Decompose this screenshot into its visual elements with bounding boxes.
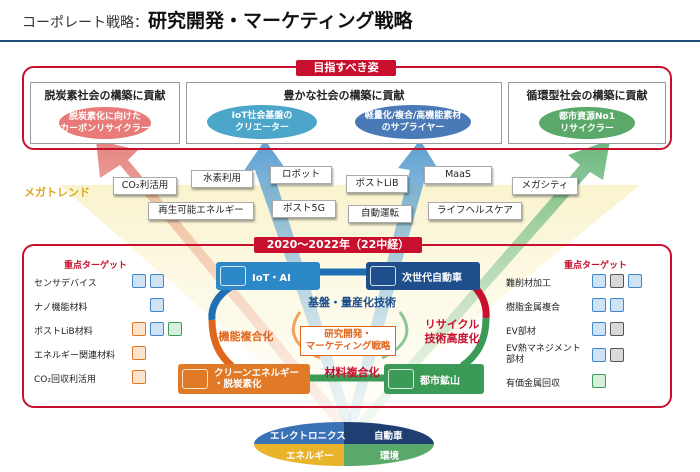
quadrant-automotive (344, 422, 434, 444)
trend-chip: ポストLiB (346, 175, 408, 193)
pill-label: IoT・AI (252, 272, 291, 284)
functional-composite-label: 機能複合化 (218, 330, 274, 343)
cloud-icon (220, 266, 246, 286)
trend-chip: ポスト5G (272, 200, 336, 218)
goal-rich-society: 豊かな社会の構築に貢献 IoT社会基盤の クリエーター 軽量化/複合/高機能素材… (186, 82, 502, 144)
arrow-yellow-fan (60, 185, 640, 430)
loop-right (459, 317, 490, 369)
recycle-tech-label: リサイクル 技術高度化 (424, 318, 480, 345)
recycle-icon (592, 374, 606, 388)
iot-ai-pill: IoT・AI (216, 262, 320, 290)
urban-mine-pill: 都市鉱山 (384, 364, 484, 394)
pill-label: 次世代自動車 (402, 272, 462, 284)
domain-automotive: 自動車 (374, 431, 403, 442)
left-target-title: 重点ターゲット (64, 261, 128, 271)
material-supplier-ellipse: 軽量化/複合/高機能素材 のサプライヤー (355, 105, 471, 139)
item-label: 難削材加工 (506, 279, 552, 289)
megatrend-label: メガトレンド (24, 186, 90, 199)
car-icon (592, 298, 606, 312)
list-item: CO₂回収利活用 (34, 368, 164, 390)
list-item: センサデバイス (34, 272, 164, 294)
item-label: エネルギー関連材料 (34, 351, 116, 361)
solar-panel-icon (182, 369, 208, 389)
car-icon (370, 266, 396, 286)
iot-creator-ellipse: IoT社会基盤の クリエーター (207, 105, 317, 139)
trend-chip: ロボット (270, 166, 332, 184)
urban-resource-ellipse: 都市資源No1 リサイクラー (539, 107, 635, 139)
list-item: 難削材加工 (506, 272, 656, 294)
item-label: センサデバイス (34, 279, 97, 289)
plan-label: 2020～2022年（22中経） (254, 237, 422, 253)
trend-chip: MaaS (424, 166, 492, 184)
domain-electronics: エレクトロニクス (270, 431, 346, 442)
item-label: ポストLiB材料 (34, 327, 93, 337)
domain-environment: 環境 (380, 451, 400, 462)
list-item: 樹脂金属複合 (506, 296, 656, 318)
trend-chip: CO₂利活用 (113, 177, 177, 195)
list-item: EV熱マネジメント 部材 (506, 342, 656, 372)
goal-title: 豊かな社会の構築に貢献 (283, 89, 405, 102)
quadrant-energy (254, 444, 344, 466)
carbon-recycler-ellipse: 脱炭素化に向けた カーボンリサイクラー (59, 107, 151, 139)
gear-icon (610, 274, 624, 288)
next-gen-auto-pill: 次世代自動車 (366, 262, 480, 290)
goal-circular-society: 循環型社会の構築に貢献 都市資源No1 リサイクラー (508, 82, 666, 144)
trend-chip: ライフヘルスケア (428, 202, 522, 220)
trend-chip: 再生可能エネルギー (148, 202, 254, 220)
core-strategy-box: 研究開発・ マーケティング戦略 (300, 326, 396, 356)
item-label: 有価金属回収 (506, 379, 561, 389)
car-icon (592, 348, 606, 362)
energy-icon (132, 346, 146, 360)
list-item: エネルギー関連材料 (34, 344, 164, 366)
iot-icon (628, 274, 642, 288)
trend-chip: 水素利用 (191, 170, 253, 188)
trend-chip: 自動運転 (348, 205, 412, 223)
goal-title: 脱炭素社会の構築に貢献 (44, 89, 166, 102)
list-item: 有価金属回収 (506, 372, 656, 394)
right-target-title: 重点ターゲット (564, 261, 628, 271)
goal-title: 循環型社会の構築に貢献 (526, 89, 648, 102)
recycle-icon (388, 369, 414, 389)
item-label: CO₂回収利活用 (34, 375, 96, 385)
goal-decarbonization: 脱炭素社会の構築に貢献 脱炭素化に向けた カーボンリサイクラー (30, 82, 180, 144)
item-label: EV部材 (506, 327, 536, 337)
pill-label: 都市鉱山 (420, 375, 460, 387)
car-icon (150, 274, 164, 288)
list-item: ナノ機能材料 (34, 296, 164, 318)
quadrant-electronics (254, 422, 344, 444)
item-label: EV熱マネジメント 部材 (506, 344, 581, 365)
car-icon (150, 322, 164, 336)
energy-icon (132, 322, 146, 336)
loop-left (208, 319, 235, 369)
item-label: 樹脂金属複合 (506, 303, 561, 313)
material-composite-label: 材料複合化 (324, 366, 380, 379)
base-technology-label: 基盤・量産化技術 (308, 296, 396, 309)
item-label: ナノ機能材料 (34, 303, 88, 313)
recycle-icon (168, 322, 182, 336)
title-prefix: コーポレート戦略： (22, 15, 148, 31)
iot-icon (132, 274, 146, 288)
iot-icon (150, 298, 164, 312)
gear-icon (610, 322, 624, 336)
pill-label: クリーンエネルギー ・脱炭素化 (214, 368, 300, 390)
iot-icon (610, 298, 624, 312)
list-item: ポストLiB材料 (34, 320, 184, 342)
quadrant-environment (344, 444, 434, 466)
car-icon (592, 322, 606, 336)
gear-icon (610, 348, 624, 362)
title-divider (0, 40, 700, 42)
clean-energy-pill: クリーンエネルギー ・脱炭素化 (178, 364, 310, 394)
car-icon (592, 274, 606, 288)
title-main: 研究開発・マーケティング戦略 (148, 10, 413, 32)
energy-icon (132, 370, 146, 384)
vision-label: 目指すべき姿 (296, 60, 396, 76)
arrow-green-right (350, 140, 610, 432)
domain-energy: エネルギー (286, 451, 334, 462)
trend-chip: メガシティ (512, 177, 578, 195)
page-title: コーポレート戦略：研究開発・マーケティング戦略 (22, 6, 412, 33)
list-item: EV部材 (506, 320, 656, 342)
